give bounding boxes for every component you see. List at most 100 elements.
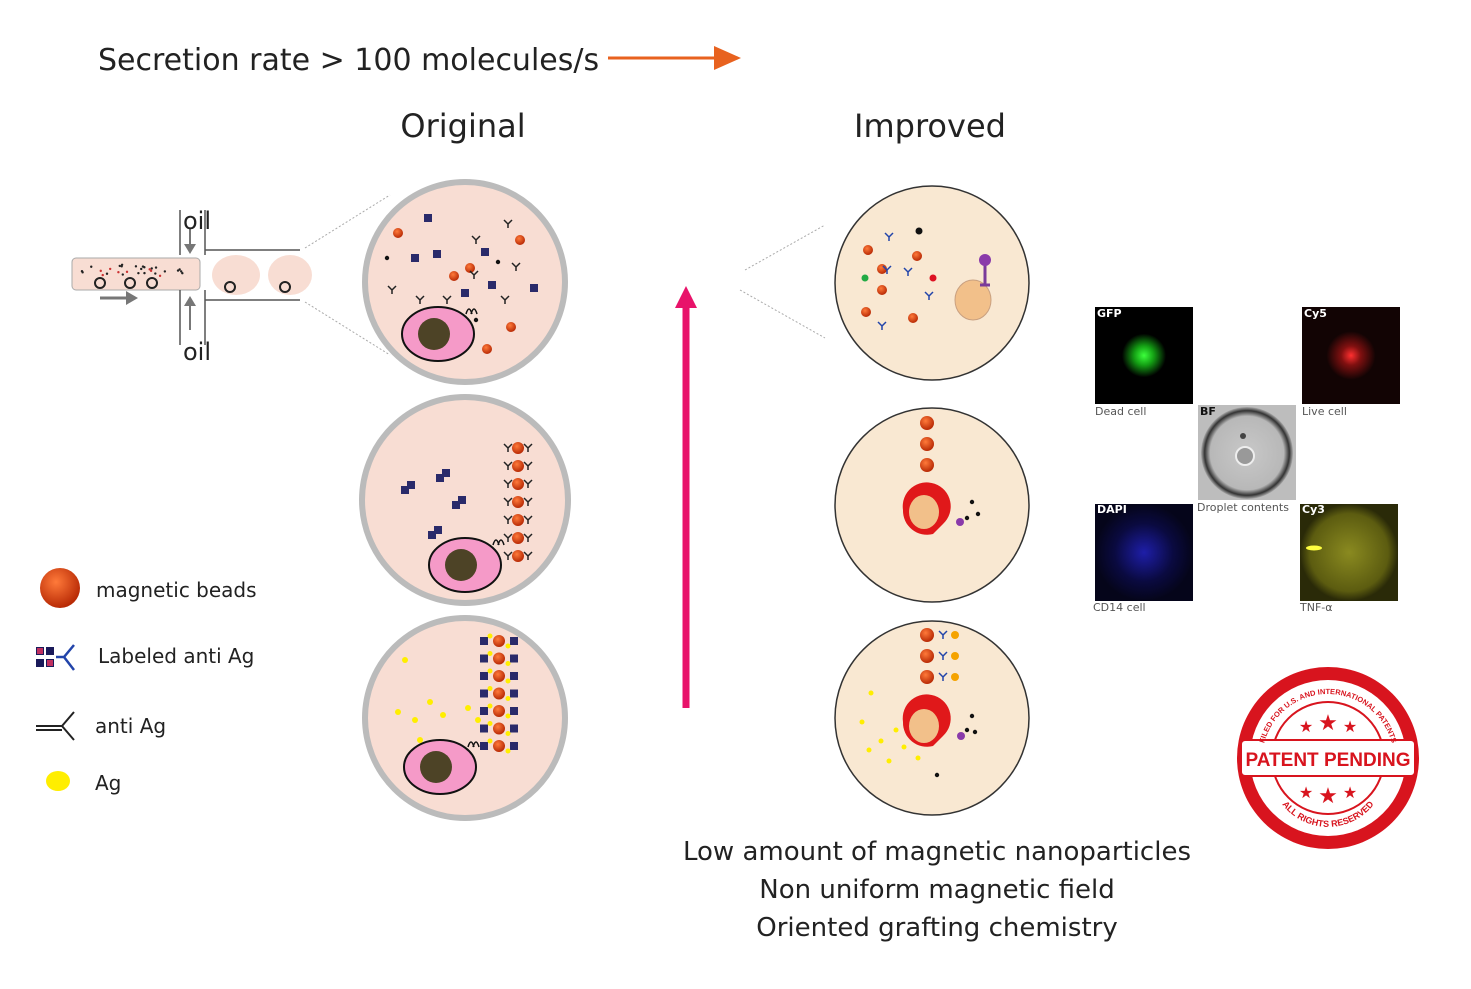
magnetic-bead [493, 705, 505, 717]
particle [935, 773, 939, 777]
labeled-antibody [480, 707, 488, 715]
channel-label: BF [1200, 405, 1216, 418]
particle [140, 268, 142, 270]
particle [506, 714, 511, 719]
magnetic-bead [920, 458, 934, 472]
labeled-antibody [458, 496, 466, 504]
header-title: Secretion rate > 100 molecules/s [98, 43, 599, 78]
particle [154, 272, 156, 274]
labeled-antibody [510, 690, 518, 698]
particle [916, 228, 923, 235]
magnetic-bead [920, 628, 934, 642]
magnetic-bead [493, 688, 505, 700]
magnetic-bead [512, 532, 524, 544]
particle [973, 730, 977, 734]
cy3-image [1300, 504, 1398, 601]
particle [867, 748, 872, 753]
magnetic-bead [482, 344, 492, 354]
cell-nucleus [445, 549, 477, 581]
cell [909, 709, 939, 743]
image-caption: Dead cell [1095, 405, 1146, 418]
particle [137, 272, 139, 274]
particle [488, 721, 493, 726]
particle [879, 739, 884, 744]
particle [102, 274, 104, 276]
particle [81, 270, 83, 272]
particle [117, 271, 119, 273]
labeled-antibody [480, 725, 488, 733]
legend: magnetic beads Labeled anti Ag anti Ag A… [36, 568, 257, 795]
magnetic-bead [863, 245, 873, 255]
image-caption: Live cell [1302, 405, 1347, 418]
particle [869, 691, 874, 696]
particle [506, 749, 511, 754]
particle [121, 264, 123, 266]
particle [465, 705, 471, 711]
particle [427, 699, 433, 705]
labeled-antibody [481, 248, 489, 256]
magnetic-bead [512, 442, 524, 454]
particle [970, 714, 974, 718]
magnetic-bead [912, 251, 922, 261]
labeled-antibody-icon [36, 645, 74, 670]
magnetic-bead [512, 514, 524, 526]
labeled-antibody [510, 655, 518, 663]
image-caption: TNF-α [1299, 601, 1333, 614]
particle [395, 709, 401, 715]
particle [122, 273, 124, 275]
antigen-icon [46, 771, 70, 791]
svg-text:★: ★ [1343, 783, 1357, 802]
svg-text:★: ★ [1318, 711, 1338, 736]
magnetic-bead [920, 670, 934, 684]
particle [894, 728, 899, 733]
particle [488, 686, 493, 691]
labeled-antibody [510, 707, 518, 715]
channel-label: Cy3 [1302, 503, 1325, 516]
svg-text:★: ★ [1299, 717, 1313, 736]
labeled-antibody [510, 637, 518, 645]
magnetic-bead [877, 285, 887, 295]
oil-top-label: oil [183, 207, 211, 235]
legend-label: magnetic beads [96, 578, 257, 602]
particle [119, 265, 121, 267]
particle [862, 275, 869, 282]
particle [506, 696, 511, 701]
particle [417, 737, 423, 743]
labeled-antibody [510, 742, 518, 750]
cy5-image [1302, 307, 1400, 404]
particle [860, 720, 865, 725]
particle [151, 267, 153, 269]
gfp-image [1095, 307, 1193, 404]
magnetic-bead-icon [40, 568, 80, 608]
magnetic-bead [908, 313, 918, 323]
particle [970, 500, 974, 504]
legend-label: Ag [95, 771, 121, 795]
improvement-line: Oriented grafting chemistry [756, 913, 1117, 943]
particle [902, 745, 907, 750]
labeled-antibody [480, 637, 488, 645]
particle [930, 275, 937, 282]
microfluidic-channel: oil oil [72, 195, 390, 366]
particle [474, 318, 478, 322]
oil-bottom-label: oil [183, 338, 211, 366]
legend-label: anti Ag [95, 714, 166, 738]
secreted-molecule [979, 254, 991, 266]
particle [506, 731, 511, 736]
stamp-main-text: PATENT PENDING [1245, 750, 1410, 771]
labeled-antibody [480, 672, 488, 680]
svg-text:★: ★ [1343, 717, 1357, 736]
labeled-antibody [442, 469, 450, 477]
image-caption: CD14 cell [1093, 601, 1146, 614]
microscopy-panel: GFP Dead cell Cy5 Live cell BF Droplet c… [1093, 307, 1400, 614]
magnetic-bead [393, 228, 403, 238]
magnetic-bead [920, 437, 934, 451]
cell-nucleus [420, 751, 452, 783]
magnetic-bead [493, 723, 505, 735]
improvement-arrow [675, 225, 825, 708]
particle [385, 256, 389, 260]
magnetic-bead [449, 271, 459, 281]
particle [506, 661, 511, 666]
particle [100, 270, 102, 272]
magnetic-bead [493, 635, 505, 647]
particle [488, 651, 493, 656]
